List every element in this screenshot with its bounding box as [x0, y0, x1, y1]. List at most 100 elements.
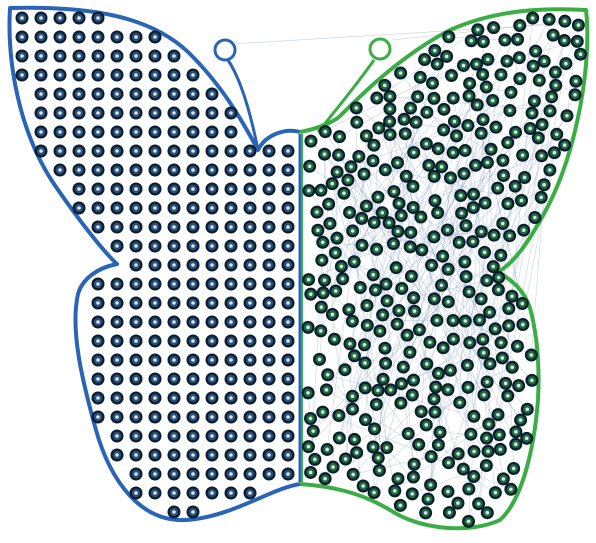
marker-core — [134, 263, 138, 267]
right-scatter-marker — [346, 390, 359, 403]
marker-core — [286, 472, 290, 476]
marker-core — [519, 418, 523, 422]
marker-core — [537, 136, 541, 140]
right-scatter-marker — [367, 154, 380, 167]
left-grid-marker — [206, 449, 219, 462]
right-scatter-marker — [383, 115, 396, 128]
marker-core — [384, 168, 388, 172]
marker-core — [521, 302, 525, 306]
marker-core — [172, 130, 176, 134]
right-scatter-marker — [390, 261, 403, 274]
right-scatter-marker — [447, 333, 460, 346]
marker-core — [153, 491, 157, 495]
marker-core — [153, 453, 157, 457]
left-grid-marker — [130, 335, 143, 348]
marker-core — [472, 193, 476, 197]
left-grid-marker — [168, 335, 181, 348]
marker-core — [451, 96, 455, 100]
marker-core — [475, 103, 479, 107]
right-scatter-marker — [411, 90, 424, 103]
right-scatter-marker — [414, 71, 427, 84]
right-scatter-marker — [423, 336, 436, 349]
right-scatter-marker — [315, 254, 328, 267]
right-scatter-marker — [558, 15, 571, 28]
marker-core — [134, 92, 138, 96]
right-scatter-marker — [503, 104, 516, 117]
right-scatter-marker — [507, 462, 520, 475]
right-scatter-marker — [494, 443, 507, 456]
marker-core — [323, 278, 327, 282]
marker-core — [525, 407, 529, 411]
marker-core — [153, 168, 157, 172]
left-grid-marker — [92, 12, 105, 25]
left-grid-marker — [130, 145, 143, 158]
left-grid-marker — [187, 373, 200, 386]
left-grid-marker — [206, 107, 219, 120]
left-grid-marker — [263, 392, 276, 405]
marker-core — [229, 358, 233, 362]
marker-core — [404, 174, 408, 178]
marker-core — [412, 378, 416, 382]
marker-core — [381, 211, 385, 215]
marker-core — [153, 282, 157, 286]
marker-core — [172, 187, 176, 191]
marker-core — [20, 73, 24, 77]
right-scatter-marker — [407, 471, 420, 484]
left-grid-marker — [35, 126, 48, 139]
marker-core — [451, 319, 455, 323]
left-grid-marker — [282, 468, 295, 481]
marker-core — [115, 282, 119, 286]
left-grid-marker — [187, 202, 200, 215]
right-scatter-marker — [410, 116, 423, 129]
marker-core — [96, 16, 100, 20]
marker-core — [371, 159, 375, 163]
right-scatter-marker — [454, 189, 467, 202]
marker-core — [357, 155, 361, 159]
right-scatter-marker — [376, 206, 389, 219]
marker-core — [411, 185, 415, 189]
right-scatter-marker — [491, 408, 504, 421]
marker-core — [115, 35, 119, 39]
right-scatter-marker — [511, 33, 524, 46]
marker-core — [387, 221, 391, 225]
marker-core — [466, 363, 470, 367]
right-scatter-marker — [477, 346, 490, 359]
right-scatter-marker — [477, 388, 490, 401]
right-scatter-marker — [475, 127, 488, 140]
right-scatter-marker — [480, 81, 493, 94]
marker-core — [446, 228, 450, 232]
left-grid-marker — [73, 69, 86, 82]
right-scatter-marker — [459, 144, 472, 157]
marker-core — [248, 320, 252, 324]
marker-core — [496, 186, 500, 190]
marker-core — [353, 438, 357, 442]
right-scatter-marker — [384, 128, 397, 141]
right-scatter-marker — [384, 383, 397, 396]
left-grid-marker — [206, 164, 219, 177]
right-scatter-marker — [463, 336, 476, 349]
marker-core — [412, 462, 416, 466]
marker-core — [248, 491, 252, 495]
marker-core — [383, 84, 387, 88]
left-grid-marker — [73, 31, 86, 44]
marker-core — [248, 263, 252, 267]
marker-core — [499, 254, 503, 258]
marker-core — [172, 149, 176, 153]
right-scatter-marker — [379, 357, 392, 370]
right-scatter-marker — [572, 19, 585, 32]
marker-core — [530, 353, 534, 357]
right-antenna-tip — [370, 39, 390, 59]
marker-core — [210, 396, 214, 400]
right-scatter-marker — [352, 150, 365, 163]
left-grid-marker — [149, 335, 162, 348]
left-grid-marker — [187, 164, 200, 177]
left-grid-marker — [73, 202, 86, 215]
left-grid-marker — [225, 202, 238, 215]
left-grid-marker — [244, 164, 257, 177]
marker-core — [425, 142, 429, 146]
right-scatter-marker — [459, 219, 472, 232]
right-scatter-marker — [368, 486, 381, 499]
right-scatter-marker — [420, 357, 433, 370]
left-grid-marker — [206, 183, 219, 196]
marker-core — [115, 434, 119, 438]
